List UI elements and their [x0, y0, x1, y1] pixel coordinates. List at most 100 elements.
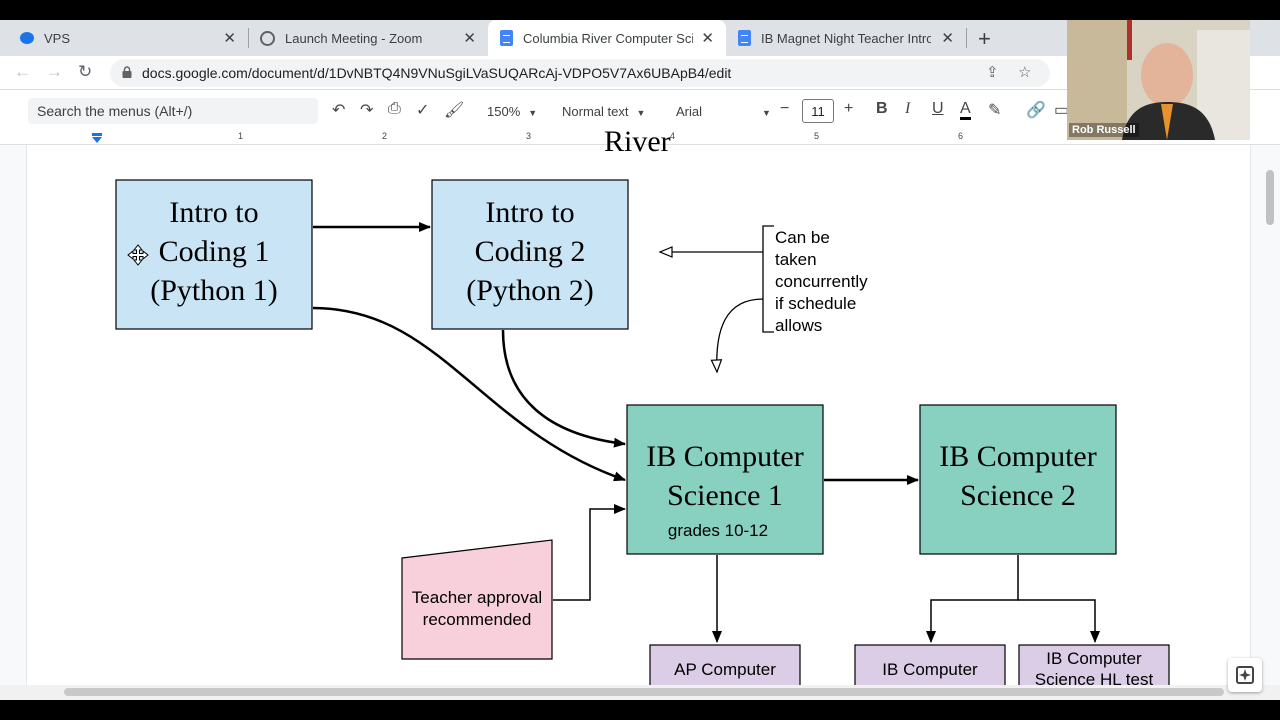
indent-marker-icon[interactable] — [92, 133, 102, 143]
style-select[interactable]: Normal text▼ — [562, 104, 645, 119]
share-icon[interactable]: ⇪ — [986, 64, 999, 81]
intro-coding-1-rect — [115, 179, 313, 330]
ibcs2-rect — [919, 404, 1117, 555]
globe-icon — [260, 30, 275, 46]
comment-icon[interactable]: ▭ — [1054, 102, 1070, 119]
arrow-intro1-to-ibcs1 — [312, 306, 626, 482]
ib-hl-line: Science HL test — [1035, 670, 1154, 685]
tab-zoom[interactable]: Launch Meeting - Zoom ✕ — [248, 20, 488, 56]
note-line: Can be — [775, 228, 830, 247]
close-icon[interactable]: ✕ — [463, 30, 476, 47]
font-select[interactable]: Arial ▼ — [676, 104, 771, 119]
undo-icon[interactable]: ↶ — [332, 102, 346, 119]
forward-arrow-icon[interactable]: → — [46, 62, 63, 81]
ap-computer-box[interactable]: AP Computer — [649, 644, 801, 685]
ruler-number: 1 — [238, 131, 244, 141]
vertical-scrollbar-thumb[interactable] — [1266, 170, 1274, 225]
bold-button[interactable]: B — [876, 100, 888, 117]
increase-font-size-button[interactable]: + — [844, 100, 854, 117]
underline-button[interactable]: U — [932, 100, 944, 117]
font-size-input[interactable]: 11 — [802, 99, 834, 123]
reload-icon[interactable]: ↻ — [78, 62, 93, 81]
spellcheck-icon[interactable]: ✓ — [416, 102, 430, 119]
url-text: docs.google.com/document/d/1DvNBTQ4N9VNu… — [142, 65, 732, 81]
new-tab-button[interactable]: + — [978, 26, 991, 51]
participant-video-frame — [1067, 20, 1250, 140]
italic-button[interactable]: I — [905, 100, 911, 117]
note-line: if schedule — [775, 294, 856, 313]
close-icon[interactable]: ✕ — [941, 30, 954, 47]
ruler-number: 2 — [382, 131, 388, 141]
participant-video[interactable]: Rob Russell — [1067, 20, 1250, 140]
omnibox[interactable]: docs.google.com/document/d/1DvNBTQ4N9VNu… — [110, 59, 1050, 87]
teacher-line: recommended — [423, 610, 532, 629]
paint-format-icon[interactable]: 🖌 — [444, 102, 465, 119]
ruler: 1 2 3 4 5 6 — [0, 131, 1280, 145]
bottom-black-band — [0, 700, 1280, 720]
browser-tab-strip: VPS ✕ Launch Meeting - Zoom ✕ Columbia R… — [0, 20, 1280, 56]
docs-icon — [738, 30, 751, 46]
menu-search-input[interactable]: Search the menus (Alt+/) — [28, 98, 318, 124]
intro2-line: Coding 2 — [475, 235, 586, 268]
tab-separator — [248, 28, 249, 48]
move-cursor-icon — [127, 244, 149, 266]
arrow-intro2-to-ibcs1 — [501, 329, 626, 448]
tab-ib-magnet-night[interactable]: IB Magnet Night Teacher Intro Sc ✕ — [726, 20, 966, 56]
tab-label: Columbia River Computer Scienc — [523, 30, 693, 46]
font-value: Arial — [676, 104, 703, 119]
zoom-select[interactable]: 150%▼ — [487, 104, 537, 119]
tab-columbia-river-doc[interactable]: Columbia River Computer Scienc ✕ — [488, 20, 726, 56]
intro-coding-1-box[interactable]: Intro to Coding 1 (Python 1) — [115, 179, 313, 330]
arrow-teacher-to-ibcs1 — [553, 504, 626, 601]
horizontal-scrollbar-thumb[interactable] — [64, 688, 1224, 696]
ib-cs-hl-box[interactable]: IB Computer Science HL test — [1018, 644, 1170, 685]
decrease-font-size-button[interactable]: − — [780, 100, 790, 117]
zoom-value: 150% — [487, 104, 521, 119]
close-icon[interactable]: ✕ — [701, 30, 714, 47]
ib-hl-rect — [1018, 644, 1170, 685]
ibcs2-line: IB Computer — [939, 440, 1097, 473]
ib-computer-science-2-box[interactable]: IB Computer Science 2 — [919, 404, 1117, 555]
tab-label: VPS — [44, 30, 71, 46]
tab-vps[interactable]: VPS ✕ — [8, 20, 248, 56]
participant-name: Rob Russell — [1069, 123, 1139, 137]
arrow-ibcs2-to-sl — [926, 555, 1019, 643]
star-icon[interactable]: ☆ — [1018, 64, 1032, 81]
teacher-approval-shape — [401, 539, 553, 660]
lock-icon — [122, 66, 132, 78]
arrow-note-down — [717, 298, 764, 372]
ib-hl-line: IB Computer — [1046, 649, 1142, 668]
redo-icon[interactable]: ↷ — [360, 102, 374, 119]
ib-computer-science-1-box[interactable]: IB Computer Science 1 grades 10-12 — [626, 404, 824, 555]
ap-rect — [649, 644, 801, 685]
ruler-number: 4 — [670, 131, 676, 141]
style-value: Normal text — [562, 104, 629, 119]
note-bracket — [762, 225, 774, 333]
ib-cs-sl-box[interactable]: IB Computer — [854, 644, 1006, 685]
back-arrow-icon[interactable]: ← — [14, 62, 31, 81]
chevron-down-icon: ▼ — [762, 108, 771, 118]
ibcs1-rect — [626, 404, 824, 555]
intro1-line: Coding 1 — [159, 235, 270, 268]
intro-coding-2-box[interactable]: Intro to Coding 2 (Python 2) — [431, 179, 629, 330]
ibcs2-line: Science 2 — [960, 479, 1076, 512]
ap-line: AP Computer — [674, 660, 776, 679]
course-pathway-diagram[interactable]: Intro to Coding 1 (Python 1) Intro to Co… — [0, 145, 1280, 685]
ib-sl-line: IB Computer — [882, 660, 978, 679]
teacher-approval-box[interactable]: Teacher approval recommended — [401, 539, 553, 660]
note-line: concurrently — [775, 272, 868, 291]
explore-button[interactable] — [1228, 658, 1262, 692]
text-color-button[interactable]: A — [960, 100, 971, 120]
print-icon[interactable]: ⎙ — [388, 100, 401, 117]
highlight-icon[interactable]: ✎ — [988, 102, 1002, 119]
explore-sparkle-icon — [1236, 666, 1254, 684]
address-bar-row: ← → ↻ docs.google.com/document/d/1DvNBTQ… — [0, 56, 1280, 90]
close-icon[interactable]: ✕ — [223, 30, 236, 47]
concurrency-note: Can be taken concurrently if schedule al… — [660, 225, 868, 372]
note-line: allows — [775, 316, 822, 335]
docs-toolbar: Search the menus (Alt+/) ↶ ↷ ⎙ ✓ 🖌 150%▼… — [0, 91, 1280, 131]
link-icon[interactable]: 🔗 — [1026, 102, 1046, 119]
intro2-line: Intro to — [485, 196, 574, 229]
docs-icon — [500, 30, 513, 46]
